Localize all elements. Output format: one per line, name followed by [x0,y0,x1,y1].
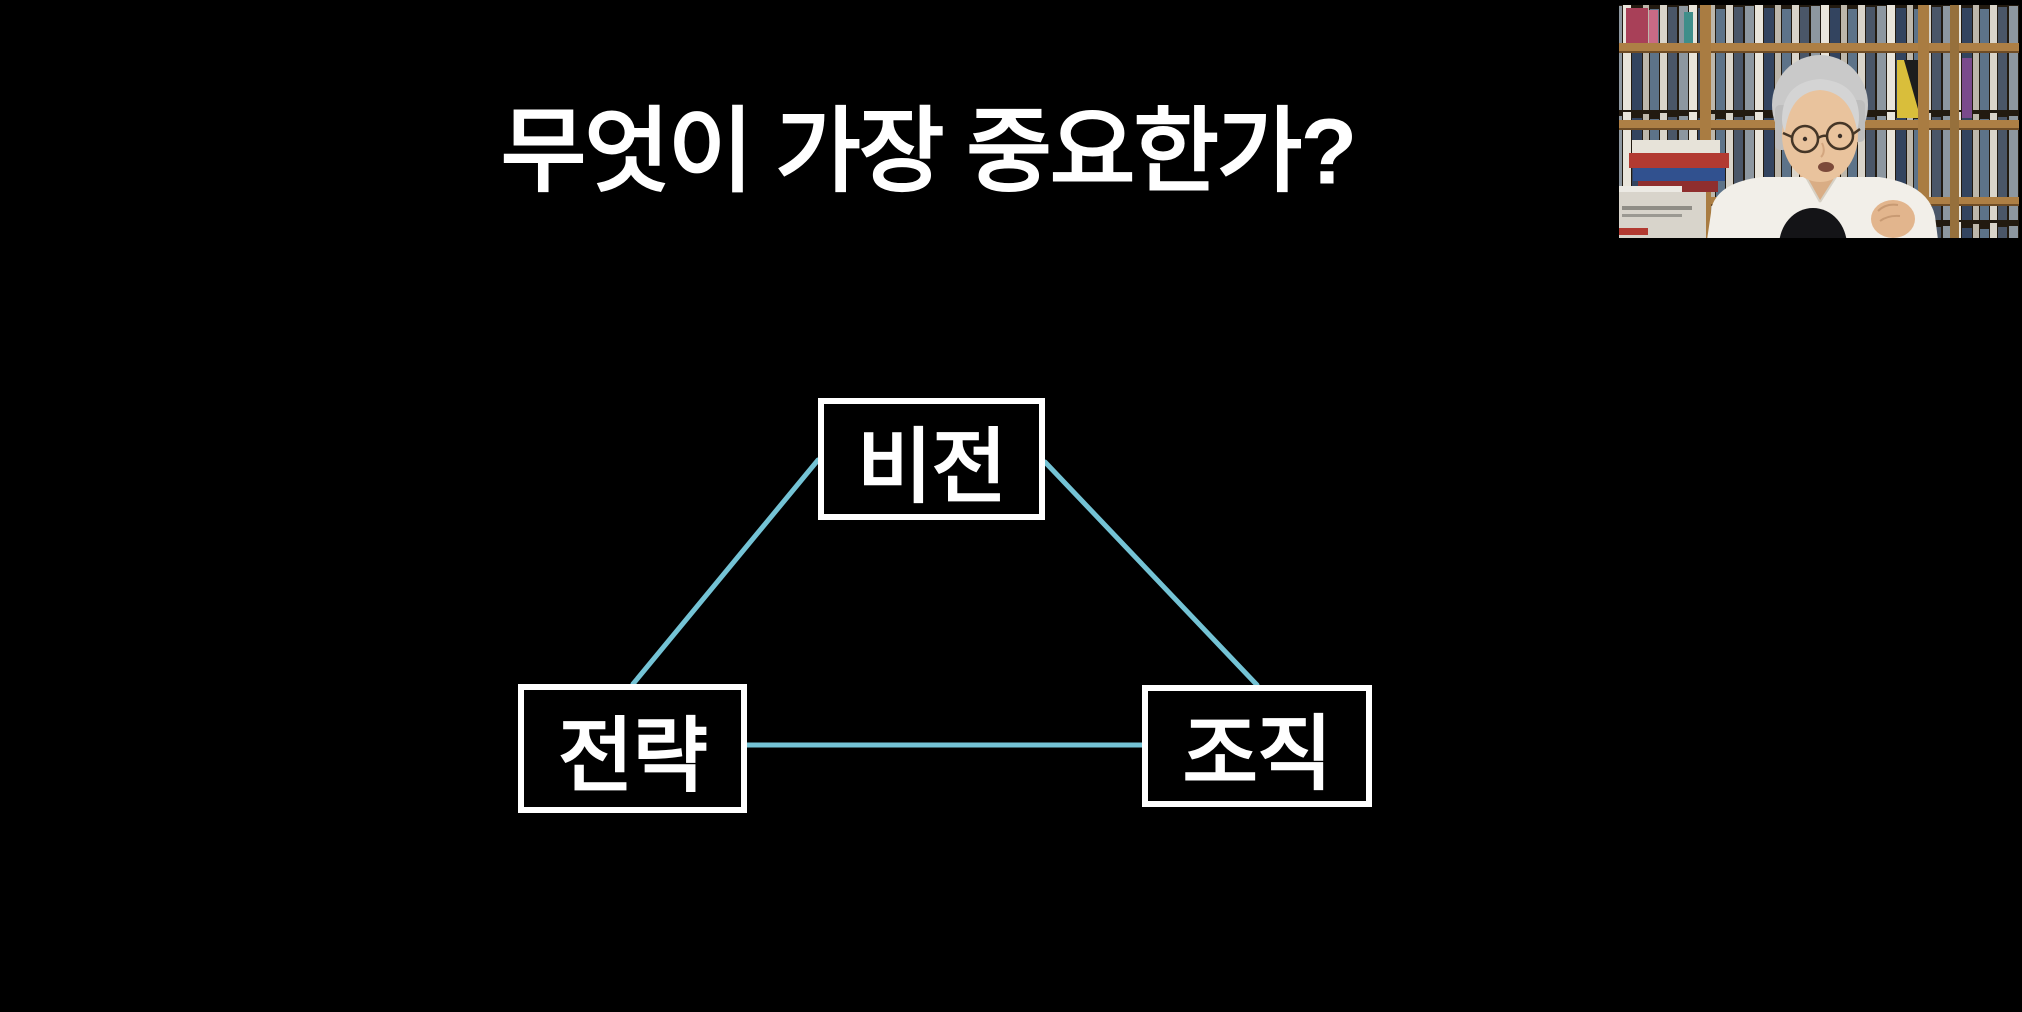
printer [1619,186,1706,238]
presenter-face [1782,88,1858,182]
node-strategy: 전략 [518,684,747,813]
presenter-mouth [1818,162,1834,172]
presenter-glasses [1782,121,1861,154]
webcam-video [1612,0,2022,240]
microphone [1779,208,1847,238]
edge-vision-organization [1042,459,1260,688]
node-organization-label: 조직 [1182,708,1333,800]
node-organization: 조직 [1142,685,1372,807]
presenter-hand [1871,200,1915,238]
slide-title: 무엇이 가장 중요한가? [500,99,1358,204]
book-stack [1629,140,1729,192]
node-strategy-label: 전략 [558,711,708,802]
presenter [1707,55,1938,238]
node-vision: 비전 [818,398,1045,520]
node-vision-label: 비전 [857,421,1007,513]
edge-vision-strategy [630,457,821,687]
presenter-webcam [1612,0,2022,240]
